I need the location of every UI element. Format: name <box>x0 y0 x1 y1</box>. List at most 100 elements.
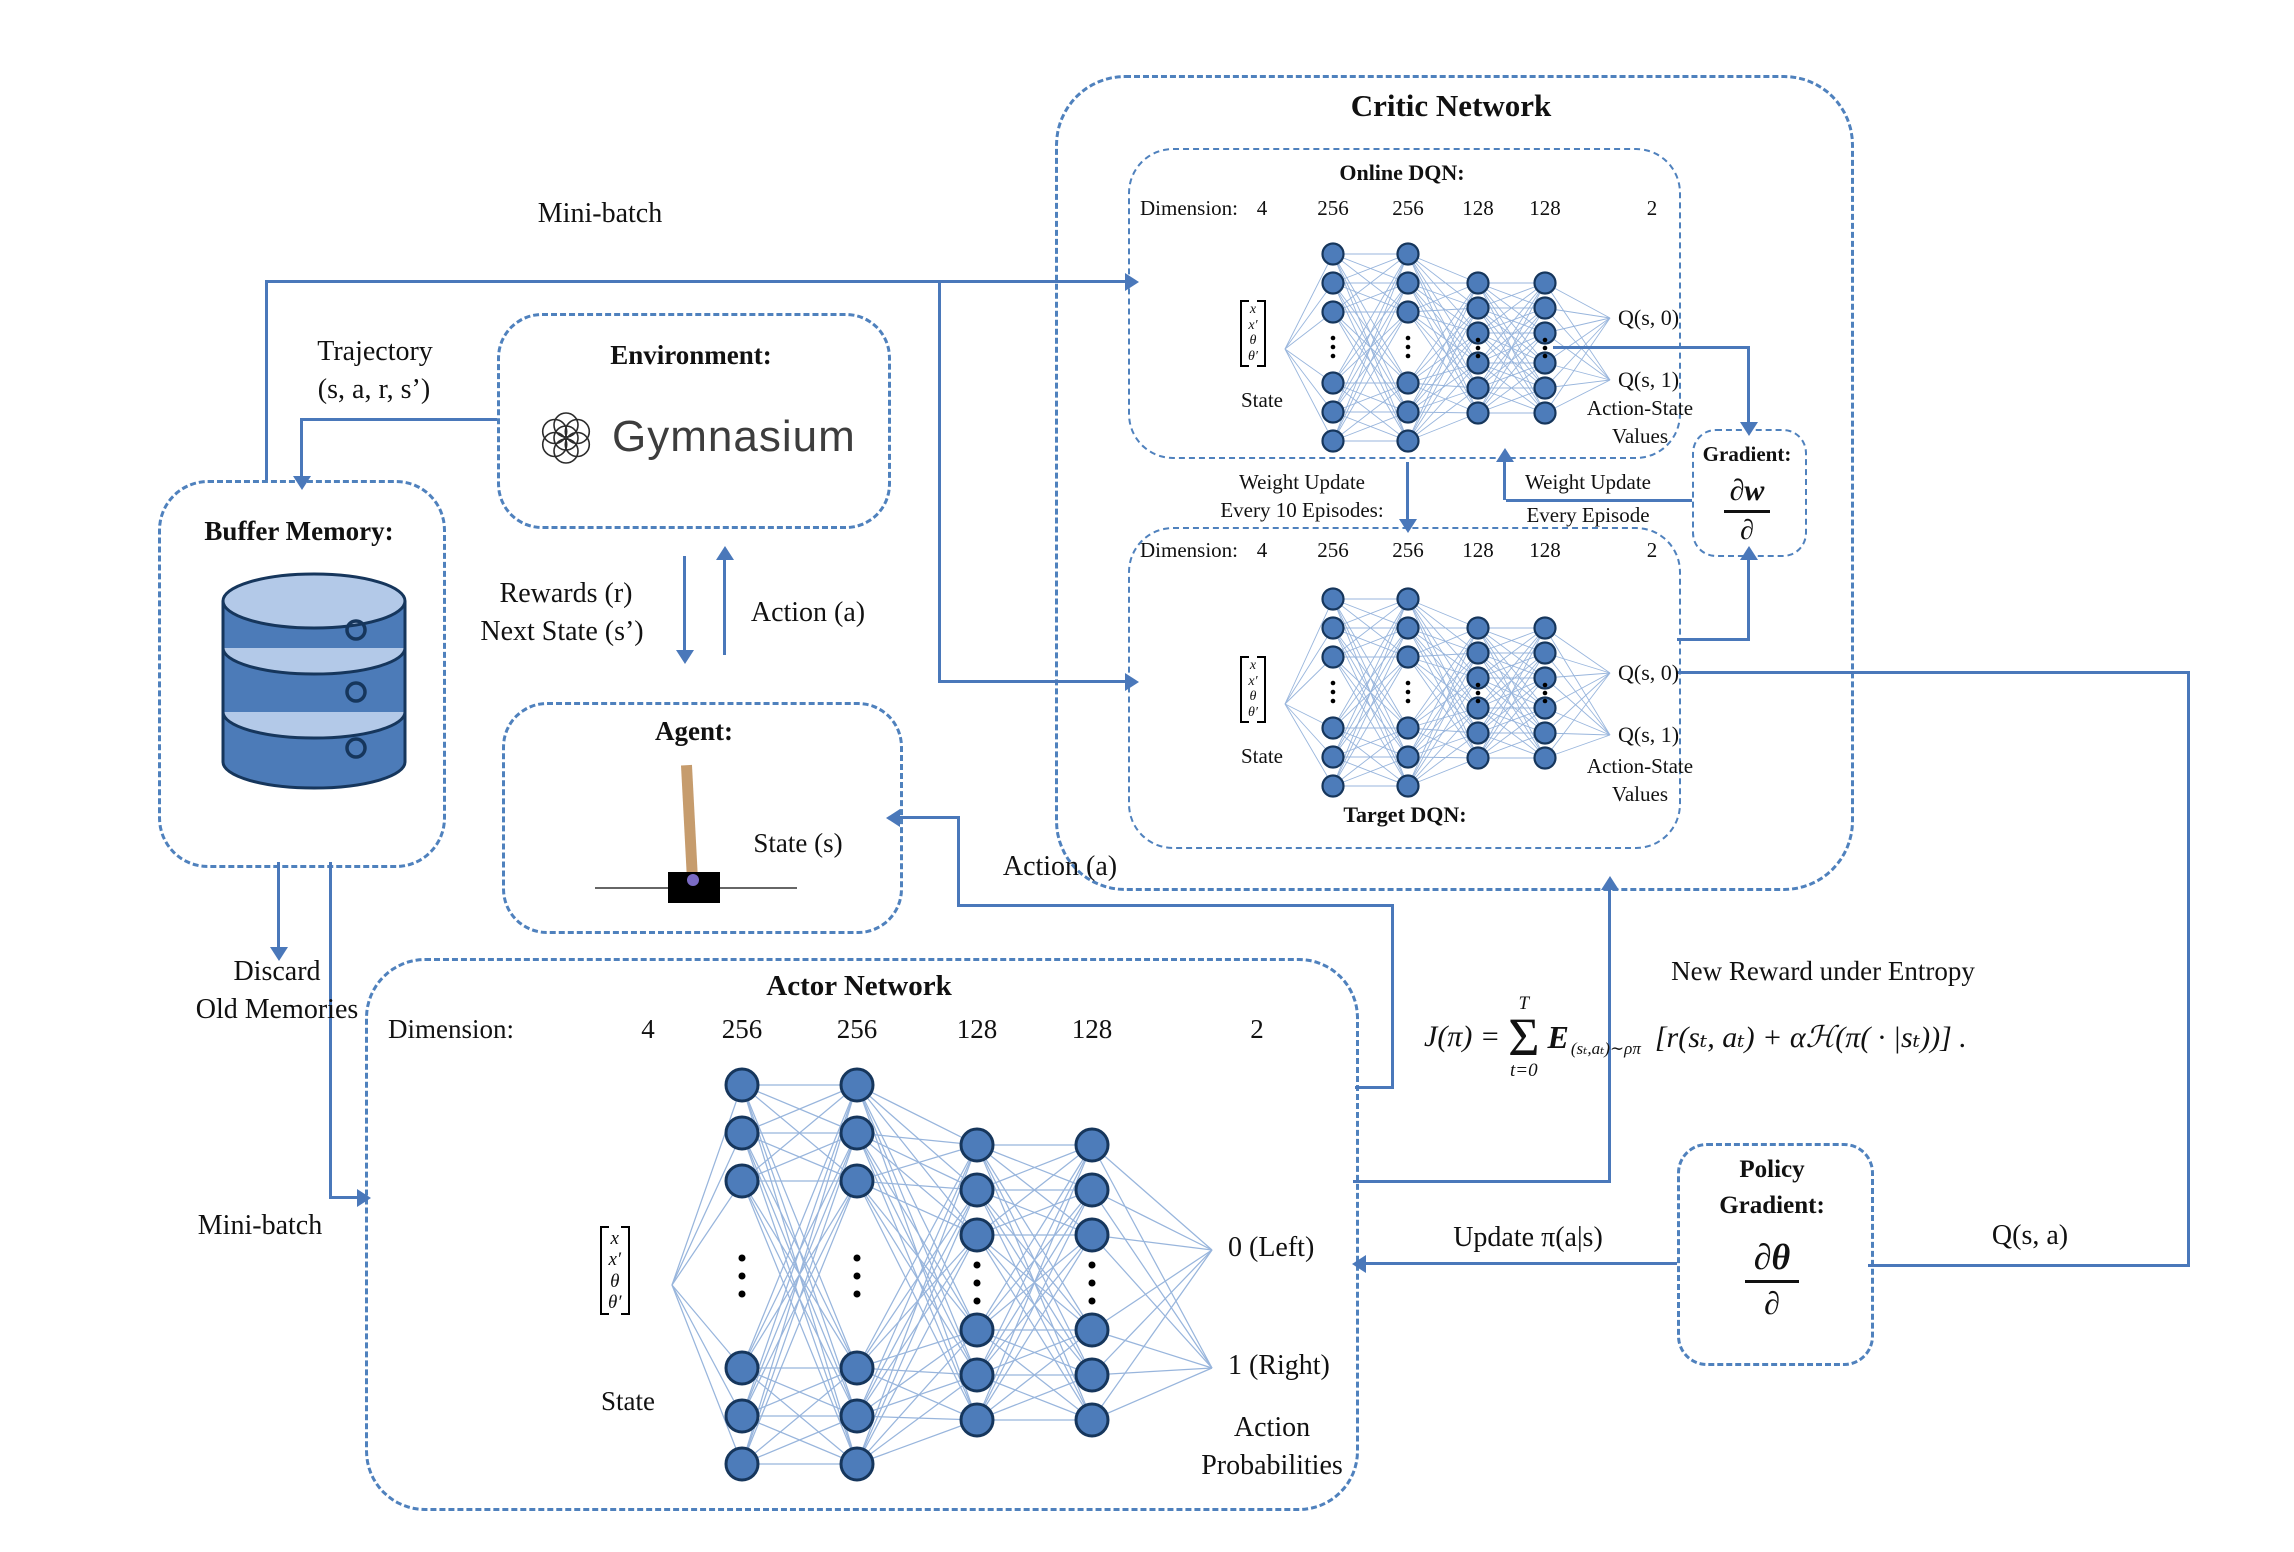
connector-line <box>957 816 960 906</box>
discard-label-1: Discard <box>233 956 321 987</box>
arrowhead <box>886 808 900 827</box>
online-caption-1: Action-State <box>1586 396 1694 420</box>
online-dqn-title: Online DQN: <box>1339 160 1465 185</box>
connector-line <box>300 418 497 421</box>
online-q1-label: Q(s, 1) <box>1618 367 1680 392</box>
formula-expectation-sub: (sₜ,aₜ)∼ρπ <box>1570 1039 1641 1058</box>
gymnasium-icon <box>541 412 591 464</box>
target-q1-label: Q(s, 1) <box>1618 722 1680 747</box>
formula-rhs: [r(sₜ, aₜ) + αℋ(π( · |sₜ))] . <box>1654 1020 1967 1054</box>
arrowhead <box>1739 546 1758 560</box>
actor-out0-label: 0 (Left) <box>1228 1232 1315 1263</box>
dimension-value: 256 <box>1317 538 1349 562</box>
policy-title-1: Policy <box>1739 1156 1805 1183</box>
agent-state-label: State (s) <box>753 828 843 858</box>
buffer-title: Buffer Memory: <box>204 516 394 546</box>
actor-caption-2: Probabilities <box>1201 1450 1343 1481</box>
connector-line <box>1406 462 1409 519</box>
connector-line <box>265 280 268 480</box>
dimension-value: 2 <box>1250 1014 1264 1044</box>
gradient-formula: ∂w ∂ <box>1724 474 1770 547</box>
formula-sum: T Σ t=0 <box>1508 992 1540 1082</box>
dimension-value: 256 <box>721 1014 763 1044</box>
arrowhead <box>715 546 734 560</box>
actor-network-graph <box>671 1067 1213 1482</box>
connector-line <box>938 280 941 682</box>
critic-network-box <box>1055 75 1854 891</box>
policy-title-2: Gradient: <box>1719 1192 1825 1219</box>
gradient-title: Gradient: <box>1702 442 1792 466</box>
cartpole-joint <box>687 874 699 886</box>
policy-gradient-box <box>1677 1143 1874 1366</box>
connector-line <box>1506 499 1692 502</box>
dimension-value: 4 <box>1256 538 1268 562</box>
connector-line <box>2187 671 2190 1267</box>
soft-objective-formula: J(π) = T Σ t=0 E (sₜ,aₜ)∼ρπ [r(sₜ, aₜ) +… <box>1424 962 1967 1112</box>
target-dqn-network <box>1284 587 1611 798</box>
connector-line <box>329 1196 357 1199</box>
rewards-label: Rewards (r) <box>499 578 633 609</box>
online-q0-label: Q(s, 0) <box>1618 305 1680 330</box>
arrowhead <box>1600 876 1619 890</box>
connector-line <box>1503 462 1506 500</box>
q-sa-label: Q(s, a) <box>1991 1220 2069 1251</box>
weight-update-10-label-2: Every 10 Episodes: <box>1220 498 1384 522</box>
dimension-row-label: Dimension: <box>388 1014 514 1044</box>
weight-update-ep-label-2: Every Episode <box>1526 503 1650 527</box>
target-caption-2: Values <box>1612 782 1668 806</box>
dimension-value: 128 <box>956 1014 998 1044</box>
dimension-value: 2 <box>1646 538 1658 562</box>
action-agent-label: Action (a) <box>1002 851 1118 882</box>
online-dqn-network <box>1284 242 1611 453</box>
dimension-value: 4 <box>641 1014 655 1044</box>
dimension-value: 128 <box>1462 538 1494 562</box>
actor-out1-label: 1 (Right) <box>1228 1350 1330 1381</box>
dimension-row-label: Dimension: <box>1140 538 1238 562</box>
connector-line <box>1355 1086 1394 1089</box>
dimension-value: 4 <box>1256 196 1268 220</box>
arrowhead <box>1398 519 1417 533</box>
online-state-label: State <box>1241 388 1283 412</box>
connector-line <box>1553 346 1750 349</box>
arrowhead <box>1495 448 1514 462</box>
connector-line <box>683 556 686 650</box>
actor-state-label: State <box>601 1386 655 1416</box>
target-caption-1: Action-State <box>1586 754 1694 778</box>
arrowhead <box>1739 422 1758 436</box>
action-env-label: Action (a) <box>750 597 866 628</box>
connector-line <box>265 280 1125 283</box>
arrowhead <box>269 947 288 961</box>
policy-gradient-formula: ∂θ ∂ <box>1745 1236 1799 1322</box>
dimension-row-label: Dimension: <box>1140 196 1238 220</box>
formula-lhs: J(π) = <box>1424 1020 1501 1053</box>
next-state-label: Next State (s’) <box>480 616 644 647</box>
target-state-label: State <box>1241 744 1283 768</box>
arrowhead <box>1125 272 1139 291</box>
mini-batch-top-label: Mini-batch <box>537 198 663 229</box>
online-caption-2: Values <box>1612 424 1668 448</box>
dimension-value: 128 <box>1529 196 1561 220</box>
online-dqn-box <box>1128 148 1681 459</box>
environment-box <box>497 313 891 529</box>
connector-line <box>329 862 332 1198</box>
actor-network-box <box>365 958 1359 1511</box>
mini-batch-bottom-label: Mini-batch <box>197 1210 323 1241</box>
dimension-value: 128 <box>1462 196 1494 220</box>
connector-line <box>900 816 960 819</box>
dimension-value: 128 <box>1071 1014 1113 1044</box>
connector-line <box>300 418 303 476</box>
dimension-value: 256 <box>836 1014 878 1044</box>
connector-line <box>1353 1180 1611 1183</box>
connector-line <box>1747 560 1750 640</box>
connector-line <box>723 560 726 655</box>
actor-caption-1: Action <box>1233 1412 1311 1443</box>
connector-line <box>938 680 1125 683</box>
connector-line <box>1608 890 1611 1182</box>
connector-line <box>1868 1264 2190 1267</box>
connector-line <box>1677 671 2190 674</box>
weight-update-ep-label-1: Weight Update <box>1524 470 1652 494</box>
critic-title: Critic Network <box>1350 88 1552 123</box>
